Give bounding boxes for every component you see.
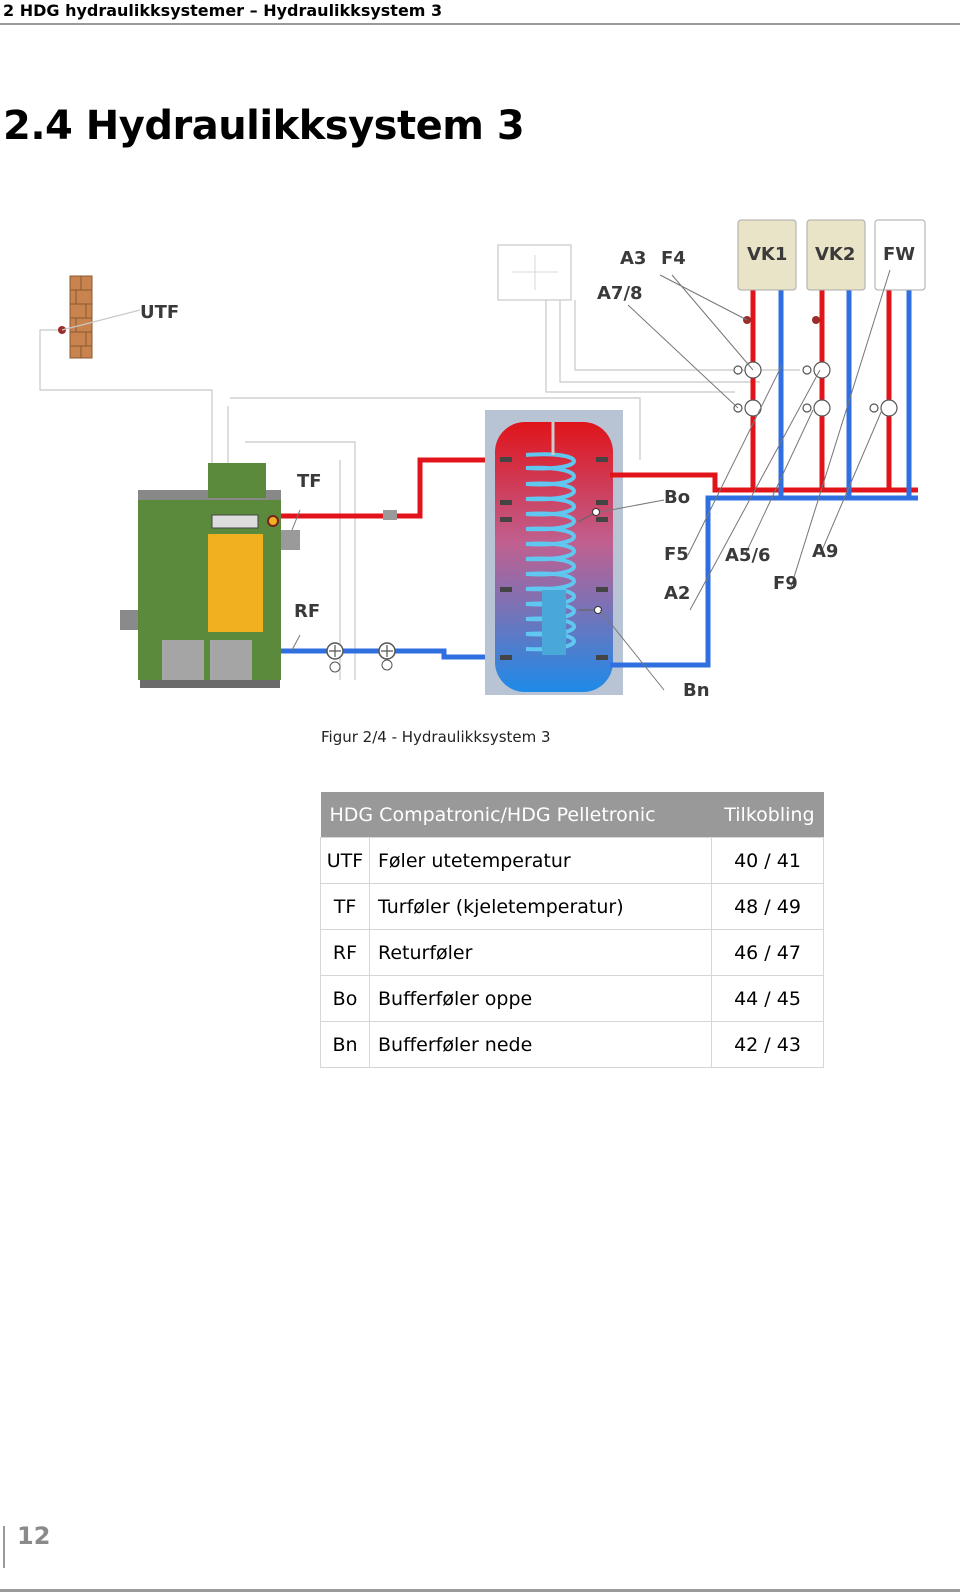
table-row: Bn Bufferføler nede 42 / 43 [320, 1021, 824, 1068]
page-title: 2.4 Hydraulikksystem 3 [3, 103, 525, 149]
table-header-row: HDG Compatronic/HDG Pelletronic Tilkobli… [320, 792, 824, 838]
outdoor-wall [69, 275, 93, 359]
rf-label: RF [294, 601, 320, 622]
vk2-label: VK2 [815, 244, 855, 265]
sensor-description: Returføler [369, 929, 712, 976]
f5-label: F5 [664, 544, 689, 565]
control-wiring [39, 300, 800, 680]
bo-label: Bo [664, 487, 690, 508]
distribution-pipes [610, 290, 918, 668]
sensor-abbr: Bo [320, 975, 370, 1022]
sensor-description: Bufferføler nede [369, 1021, 712, 1068]
sensor-description: Føler utetemperatur [369, 837, 712, 884]
sensor-abbr: Bn [320, 1021, 370, 1068]
boiler [120, 463, 300, 688]
table-row: RF Returføler 46 / 47 [320, 929, 824, 976]
sensor-abbr: UTF [320, 837, 370, 884]
utf-label: UTF [140, 302, 179, 323]
sensor-abbr: TF [320, 883, 370, 930]
a3-label: A3 [620, 248, 646, 269]
sensor-connection: 40 / 41 [711, 837, 824, 884]
sensor-connection: 46 / 47 [711, 929, 824, 976]
footer-rule [0, 1589, 960, 1592]
sensor-connection: 42 / 43 [711, 1021, 824, 1068]
circuit-pump-icons [733, 361, 898, 417]
page-number: 12 [17, 1522, 51, 1550]
header-rule [0, 23, 960, 25]
table-row: Bo Bufferføler oppe 44 / 45 [320, 975, 824, 1022]
sensor-table: HDG Compatronic/HDG Pelletronic Tilkobli… [320, 792, 824, 1068]
a56-label: A5/6 [725, 545, 771, 566]
table-header-product: HDG Compatronic/HDG Pelletronic [320, 792, 712, 838]
table-row: TF Turføler (kjeletemperatur) 48 / 49 [320, 883, 824, 930]
boiler-pipes [281, 457, 500, 660]
sensor-description: Turføler (kjeletemperatur) [369, 883, 712, 930]
bo-sensor-icon [592, 508, 600, 516]
sensor-connection: 44 / 45 [711, 975, 824, 1022]
f4-label: F4 [661, 248, 686, 269]
table-row: UTF Føler utetemperatur 40 / 41 [320, 837, 824, 884]
hydraulic-diagram: UTF TF RF Bo Bn A3 F4 A7/8 F5 A2 A5/6 F9… [39, 219, 926, 701]
sensor-description: Bufferføler oppe [369, 975, 712, 1022]
fw-label: FW [883, 244, 915, 265]
sensor-abbr: RF [320, 929, 370, 976]
running-header: 2 HDG hydraulikksystemer – Hydraulikksys… [3, 1, 443, 20]
buffer-tank [485, 410, 623, 695]
a9-label: A9 [812, 541, 838, 562]
table-header-connection: Tilkobling [711, 792, 824, 838]
circuit-boxes [737, 219, 926, 291]
f9-label: F9 [773, 573, 798, 594]
a78-label: A7/8 [597, 283, 643, 304]
mixing-valve-icon [378, 642, 396, 671]
boiler-pump-icon [326, 642, 344, 673]
a2-label: A2 [664, 583, 690, 604]
leader-lines [291, 269, 891, 691]
bn-sensor-icon [594, 606, 602, 614]
bn-label: Bn [683, 680, 710, 701]
page-number-bar [3, 1526, 5, 1568]
figure-caption: Figur 2/4 - Hydraulikksystem 3 [321, 728, 551, 746]
vk1-label: VK1 [747, 244, 787, 265]
sensor-connection: 48 / 49 [711, 883, 824, 930]
tf-label: TF [297, 471, 322, 492]
